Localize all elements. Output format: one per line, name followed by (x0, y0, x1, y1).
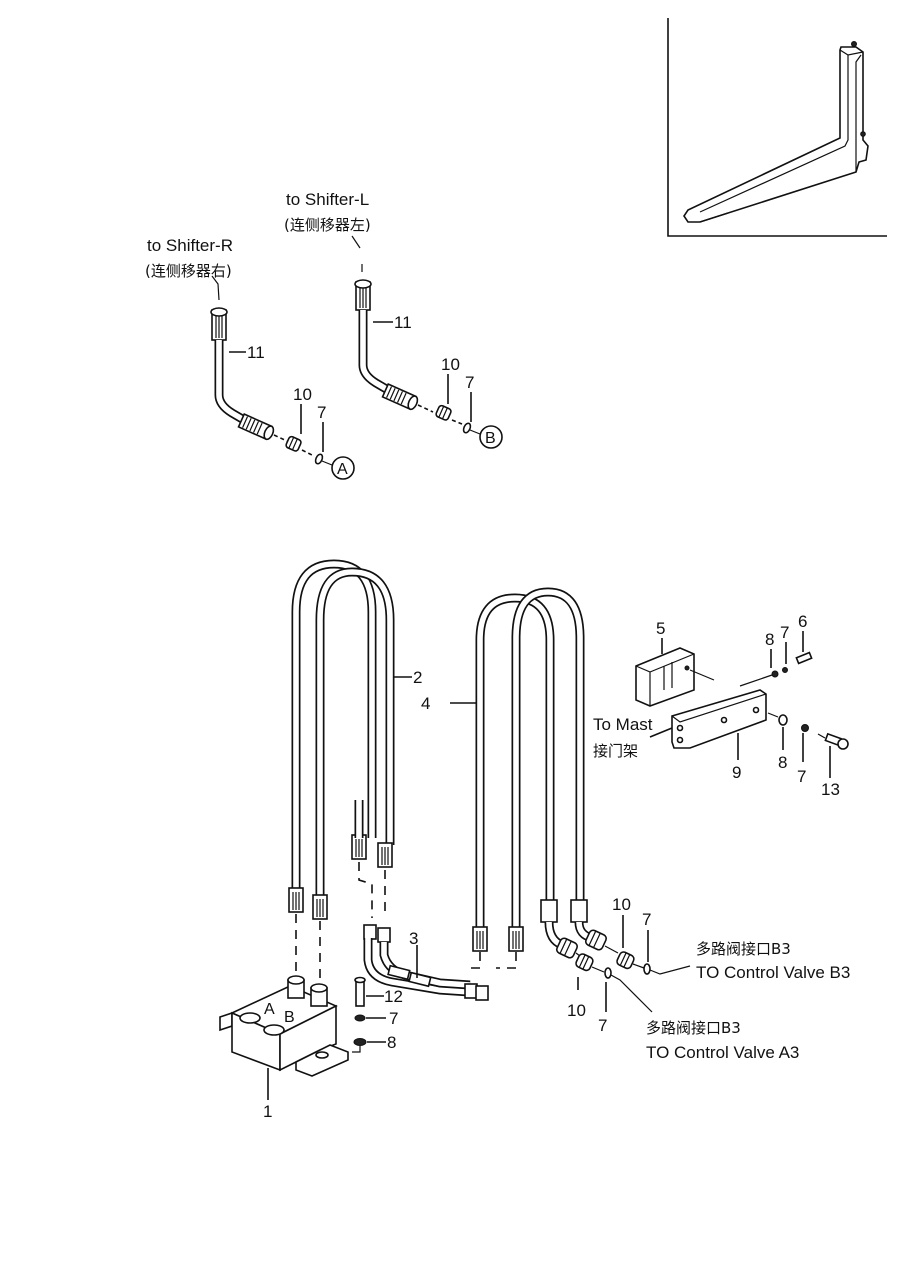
connector-a-circle (331, 456, 355, 480)
shifter-l-label: to Shifter-L (286, 190, 369, 209)
callout-9: 9 (732, 763, 741, 782)
callout-7: 7 (389, 1009, 398, 1028)
shifter-r-label: to Shifter-R (147, 236, 233, 255)
washer-7 (801, 724, 809, 732)
fork-inset (667, 18, 887, 237)
connector-b-label: B (485, 430, 496, 447)
callout-10: 10 (612, 895, 631, 914)
to-mast-label-cn: 接门架 (593, 742, 638, 760)
callout-10: 10 (567, 1001, 586, 1020)
callout-8: 8 (387, 1033, 396, 1052)
callout-10: 10 (441, 355, 460, 374)
shifter-l-assembly: to Shifter-L (连侧移器左) B 11 10 7 (284, 190, 503, 449)
callout-7: 7 (317, 403, 326, 422)
control-valve-a3-label-cn: 多路阀接口B3 (646, 1019, 741, 1037)
washer-8 (778, 714, 788, 726)
tube-3: 3 (363, 924, 489, 1001)
shifter-r-label-cn: (连侧移器右) (145, 262, 232, 280)
callout-3: 3 (409, 929, 418, 948)
connector-b-circle (479, 425, 503, 449)
oring-7 (643, 963, 651, 975)
callout-6: 6 (798, 612, 807, 631)
bolt-12 (355, 979, 365, 1007)
callout-4: 4 (421, 694, 430, 713)
fork-illustration (683, 41, 869, 223)
callout-11: 11 (247, 343, 265, 362)
inset-frame (667, 18, 887, 237)
callout-2: 2 (413, 668, 422, 687)
washer-7 (354, 1014, 366, 1022)
control-valve-fittings: 10 7 10 7 多路阀接口B3 TO Control Valve B3 多路… (555, 895, 850, 1062)
callout-11: 11 (394, 313, 412, 332)
clamp-5 (635, 647, 695, 707)
oring-7 (462, 422, 472, 434)
callout-7: 7 (465, 373, 474, 392)
callout-5: 5 (656, 619, 665, 638)
callout-13: 13 (821, 780, 840, 799)
to-mast-label: To Mast (593, 715, 653, 734)
bracket-9 (671, 689, 767, 749)
control-valve-b3-label-cn: 多路阀接口B3 (696, 940, 791, 958)
oring-7 (314, 453, 324, 465)
callout-7: 7 (780, 623, 789, 642)
callout-10: 10 (293, 385, 312, 404)
callout-7: 7 (598, 1016, 607, 1035)
valve-block-1: A B 1 12 7 8 (219, 975, 403, 1121)
port-b-label: B (284, 1009, 295, 1026)
callout-7: 7 (797, 767, 806, 786)
bolt-6 (795, 651, 813, 665)
control-valve-a3-label: TO Control Valve A3 (646, 1043, 799, 1062)
callout-7: 7 (642, 910, 651, 929)
control-valve-b3-label: TO Control Valve B3 (696, 963, 850, 982)
callout-8: 8 (765, 630, 774, 649)
callout-8: 8 (778, 753, 787, 772)
callout-1: 1 (263, 1102, 272, 1121)
hose-2-loops: 2 (288, 559, 422, 990)
washer-8 (771, 670, 779, 678)
oring-7 (604, 967, 612, 979)
shifter-l-label-cn: (连侧移器左) (284, 216, 371, 234)
callout-12: 12 (384, 987, 403, 1006)
clamp-bracket-assembly: 5 9 To Mast 接门架 8 7 6 8 7 (593, 612, 849, 799)
port-a-label: A (264, 1001, 275, 1018)
hose-4-loops: 4 (421, 587, 594, 969)
connector-a-label: A (337, 461, 348, 478)
shifter-r-assembly: to Shifter-R (连侧移器右) A 11 10 7 (145, 236, 355, 480)
washer-8 (353, 1038, 367, 1046)
washer-7 (782, 667, 788, 673)
